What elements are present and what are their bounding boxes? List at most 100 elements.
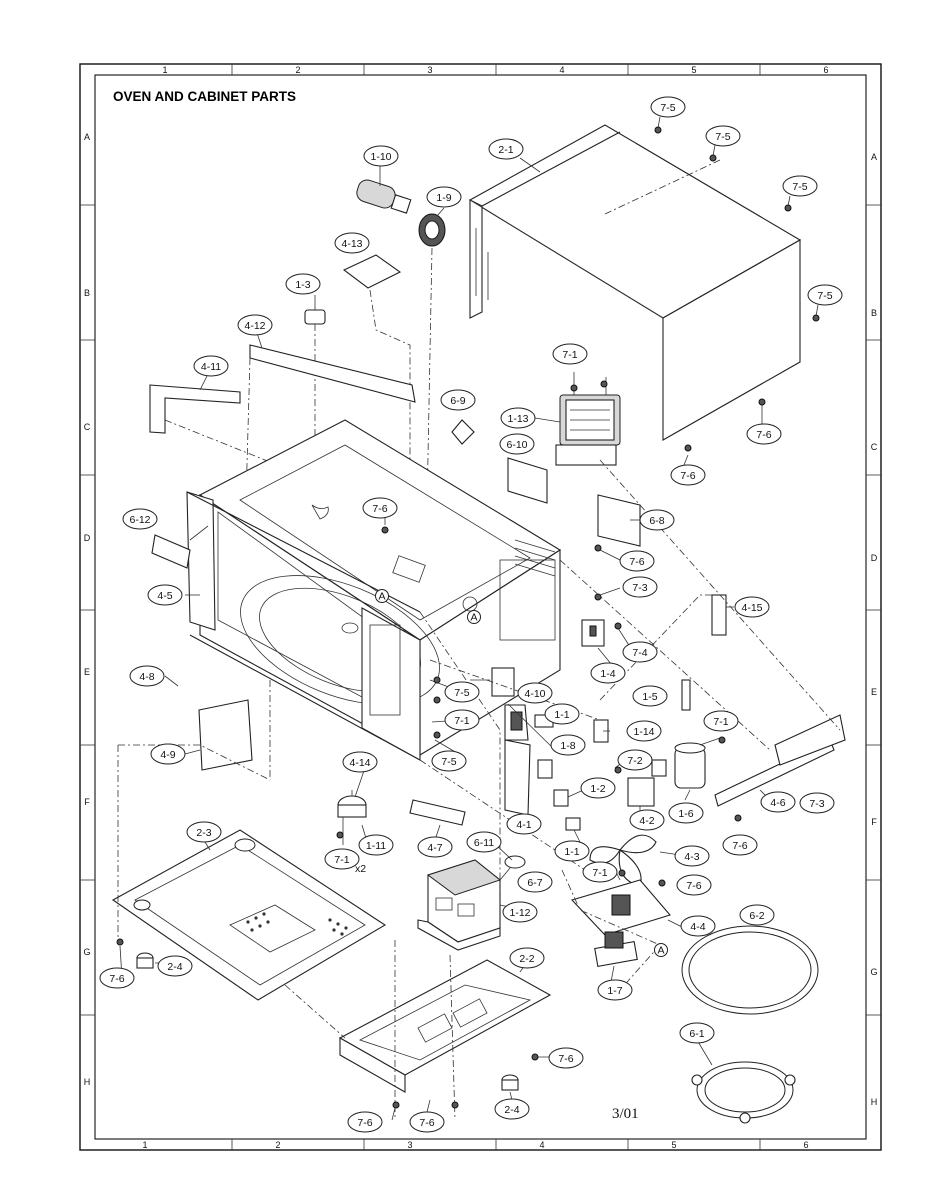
grid-row-left-C: C [84,422,91,432]
glass-turntable-inner [688,931,812,1009]
callout-1-10: 1-10 [363,145,399,167]
callout-7-6d: 7-6 [619,550,655,572]
callout-balloon [488,138,524,160]
callout-2-2: 2-2 [509,947,545,969]
callout-balloon [670,464,706,486]
grid-col-top-6: 6 [823,65,828,75]
callout-7-5c: 7-5 [782,175,818,197]
callout-2-4a: 2-4 [157,955,193,977]
callout-balloon [552,343,588,365]
grid-col-top-3: 3 [427,65,432,75]
callout-7-5d: 7-5 [807,284,843,306]
callout-balloon [639,509,675,531]
callout-text: 7-1 [592,867,607,879]
callout-text: 7-6 [109,973,124,985]
callout-text: 2-2 [519,953,534,965]
callout-text: 6-11 [474,837,494,849]
grid-row-right-H: H [871,1097,878,1107]
grid-row-right-F: F [871,817,877,827]
callout-balloon [440,389,476,411]
grid-col-bottom-4: 4 [539,1140,544,1150]
callout-balloon [799,792,835,814]
callout-text: 1-12 [509,907,530,919]
callout-text: 7-5 [660,102,675,114]
reference-mark-a: A [654,943,668,957]
callout-text: 4-11 [201,361,221,373]
callout-balloon [363,145,399,167]
grid-row-left-D: D [84,533,91,543]
grid-col-top-5: 5 [691,65,696,75]
callout-text: 7-4 [632,647,647,659]
callout-1-1b: 1-1 [554,840,590,862]
sheet-6-9 [451,419,475,445]
callout-balloon [509,947,545,969]
callout-balloon [499,433,535,455]
grid-col-top-4: 4 [559,65,564,75]
base-plate-2-3 [111,829,387,1001]
callout-balloon [680,915,716,937]
grid-col-bottom-5: 5 [671,1140,676,1150]
callout-text: 7-2 [627,755,642,767]
callout-4-15: 4-15 [734,596,770,618]
sheet-6-8 [597,494,641,547]
lamp-socket-assembly [356,166,446,561]
callout-7-2: 7-2 [617,749,653,771]
part-7-2-bracket [651,759,667,777]
rail-upper [774,714,846,766]
capacitor-1-6 [674,679,706,789]
callout-balloon [342,751,378,773]
callout-4-12: 4-12 [237,314,273,336]
callout-text: 4-8 [139,671,154,683]
grid-col-top-1: 1 [162,65,167,75]
callout-balloon [679,1022,715,1044]
callout-text: 1-8 [560,740,575,752]
callout-7-5f: 7-5 [431,750,467,772]
callout-balloon [548,1047,584,1069]
callout-text: 7-5 [454,687,469,699]
outer-case-wrap [468,124,802,441]
callout-text: 7-6 [732,840,747,852]
callout-text: 7-1 [562,349,577,361]
callout-text: 1-2 [590,783,605,795]
grid-row-left-G: G [83,947,90,957]
callout-7-5b: 7-5 [705,125,741,147]
callout-text: 6-7 [527,877,542,889]
callout-text: 1-1 [564,846,579,858]
callout-balloon [347,1111,383,1133]
callout-balloon [122,508,158,530]
reference-mark-a: A [467,610,481,624]
label-sheet-4-13 [342,254,402,289]
callout-balloon [129,665,165,687]
sheet-6-12 [151,534,191,569]
grid-row-left-E: E [84,667,90,677]
callout-7-1b: 7-1 [703,710,739,732]
callout-balloon [358,834,394,856]
callout-balloon [590,662,626,684]
callout-7-6a: 7-6 [746,423,782,445]
callout-balloon [582,861,618,883]
callout-7-6e: 7-6 [722,834,758,856]
callout-balloon [237,314,273,336]
callout-text: 2-1 [498,144,513,156]
callout-balloon [622,576,658,598]
callout-balloon [517,682,553,704]
callout-2-3: 2-3 [186,821,222,843]
inner-frame [94,74,867,1140]
callout-text: 7-6 [756,429,771,441]
callout-balloon [150,743,186,765]
grid-row-left-A: A [84,132,90,142]
grid-col-top-2: 2 [295,65,300,75]
callout-7-3b: 7-3 [799,792,835,814]
callout-7-6b: 7-6 [670,464,706,486]
callout-text: 2-4 [167,961,182,973]
callout-7-4: 7-4 [622,641,658,663]
grid-row-left-H: H [84,1077,91,1087]
callout-7-3a: 7-3 [622,576,658,598]
callout-4-3: 4-3 [674,845,710,867]
callout-7-1a: 7-1 [552,343,588,365]
callout-4-10: 4-10 [517,682,553,704]
reference-mark-a: A [375,589,389,603]
callout-1-6: 1-6 [668,802,704,824]
callout-4-9: 4-9 [150,743,186,765]
